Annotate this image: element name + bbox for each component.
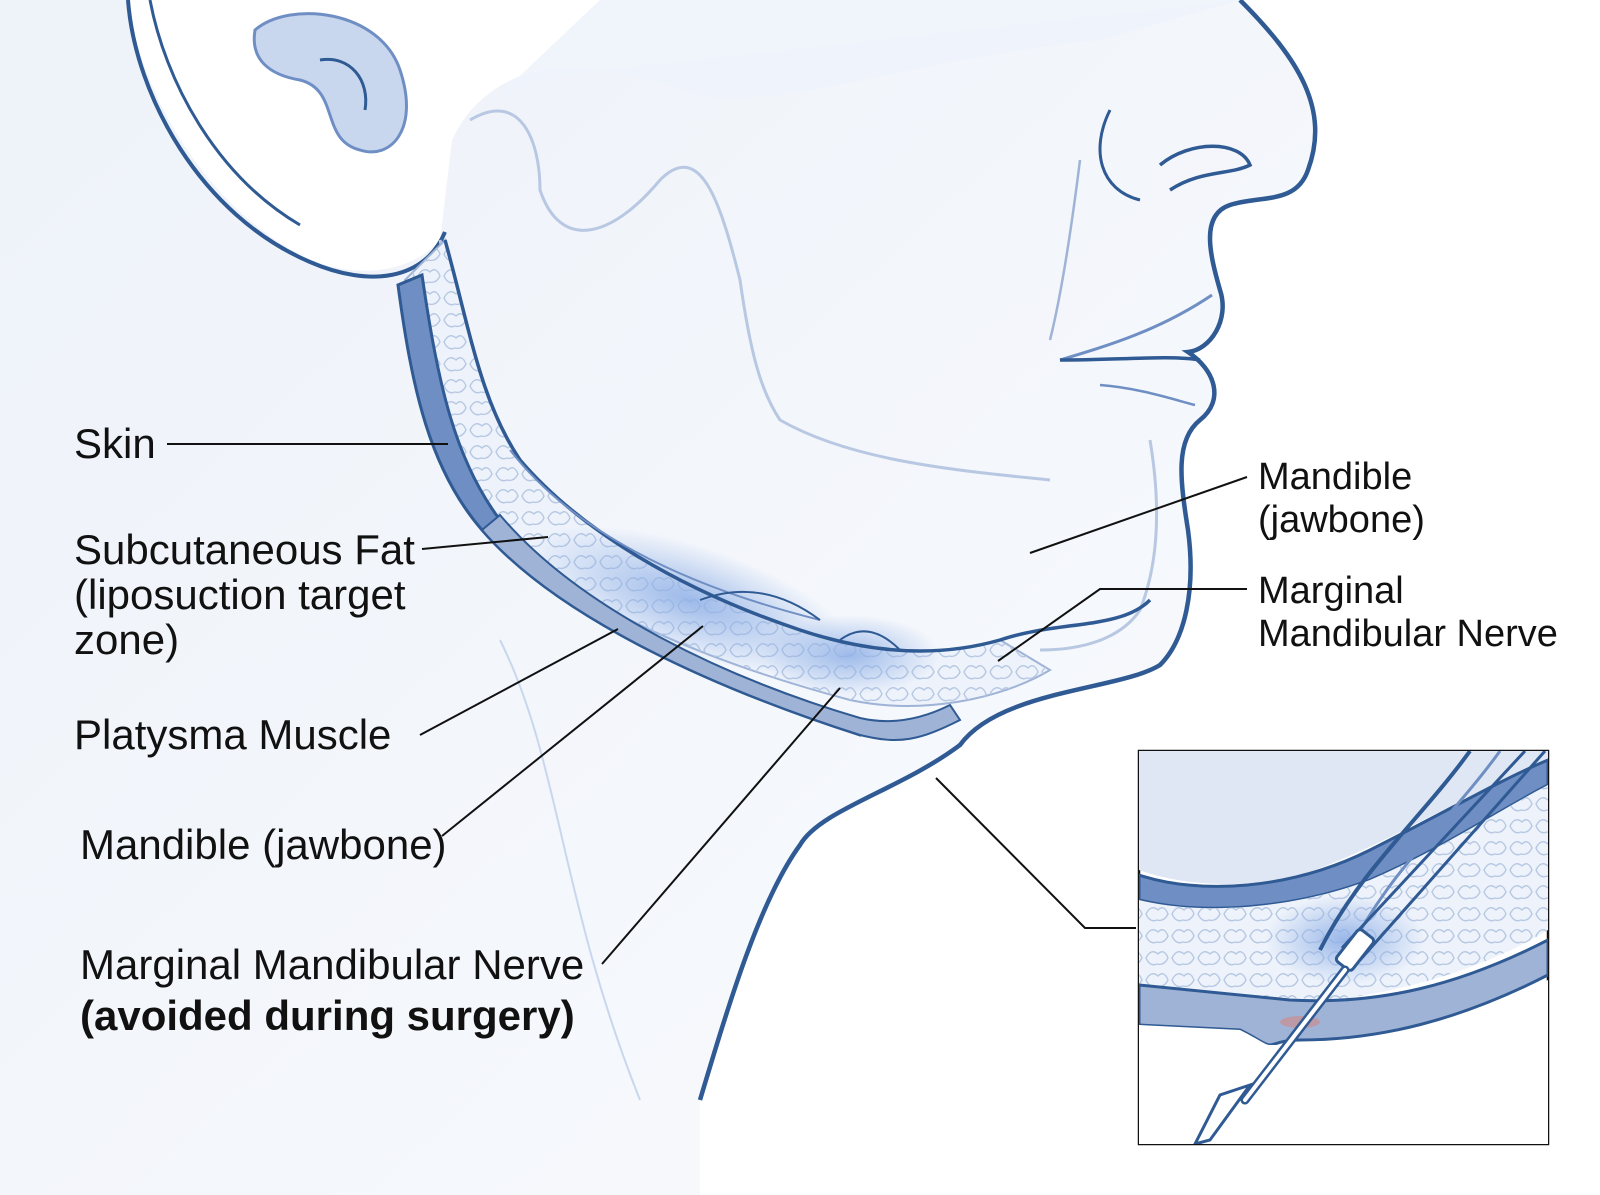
label-skin: Skin [74, 420, 156, 467]
leader-inset [935, 777, 1136, 929]
face-profile [438, 0, 1318, 1101]
leader-platysma [419, 628, 619, 736]
label-platysma-muscle: Platysma Muscle [74, 711, 392, 758]
leader-fat [421, 536, 549, 550]
cannula-inset-icon [1137, 749, 1550, 1146]
ear [126, 0, 447, 279]
leader-nerve-right [997, 588, 1247, 662]
neck-contour [499, 639, 641, 1101]
label-mandible-left: Mandible (jawbone) [80, 821, 447, 868]
label-marginal-mandibular-nerve-right: Marginal Mandibular Nerve [1258, 570, 1558, 655]
leader-mandible-right [1029, 476, 1248, 554]
leader-mandible-left [441, 625, 704, 837]
leader-nerve-left [601, 687, 841, 965]
label-marginal-mandibular-nerve-left: Marginal Mandibular Nerve (avoided durin… [80, 941, 585, 1039]
leader-lines [167, 443, 1248, 965]
label-subcutaneous-fat: Subcutaneous Fat (liposuction target zon… [74, 526, 415, 663]
label-mandible-right: Mandible (jawbone) [1258, 456, 1425, 541]
tissue-layers [396, 238, 1152, 741]
